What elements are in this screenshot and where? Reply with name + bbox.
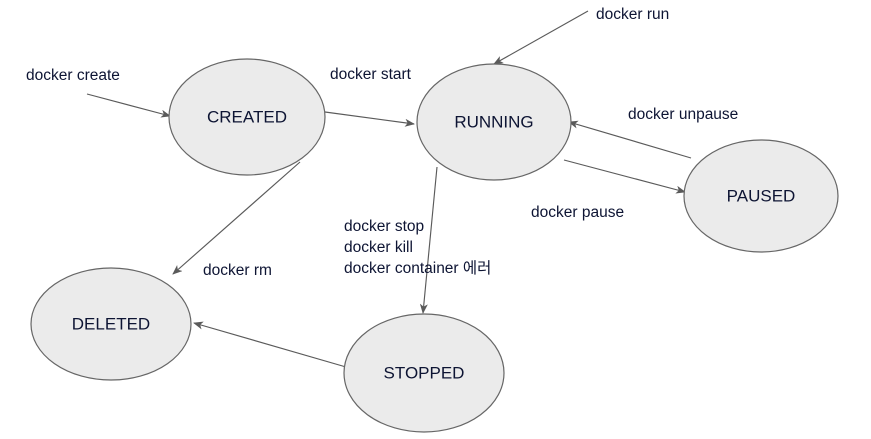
edge-docker-start xyxy=(324,111,415,127)
edge-label-line-2: docker container 에러 xyxy=(344,259,491,277)
node-paused-label: PAUSED xyxy=(727,186,796,205)
edge-stopped-to-deleted xyxy=(193,321,347,368)
edge-label-line-1: docker kill xyxy=(344,239,413,256)
node-deleted-label: DELETED xyxy=(72,314,150,333)
edge-label-docker-create: docker create xyxy=(26,67,120,84)
nodes-layer: CREATED RUNNING PAUSED DELETED STOPPED xyxy=(30,58,839,433)
edge-docker-stop-kill-error xyxy=(419,166,438,314)
node-created[interactable]: CREATED xyxy=(168,58,326,176)
node-created-shape[interactable] xyxy=(168,58,326,176)
edge-docker-rm xyxy=(172,161,301,275)
node-deleted[interactable]: DELETED xyxy=(30,267,192,381)
edge-label-docker-rm: docker rm xyxy=(203,262,272,279)
edge-docker-unpause xyxy=(568,120,692,159)
node-created-label: CREATED xyxy=(207,107,287,126)
node-paused-shape[interactable] xyxy=(683,139,839,253)
edge-docker-create xyxy=(86,93,171,118)
node-stopped-label: STOPPED xyxy=(384,363,465,382)
edge-label-docker-unpause: docker unpause xyxy=(628,106,738,123)
node-running-label: RUNNING xyxy=(454,112,533,131)
edge-label-line-0: docker stop xyxy=(344,218,424,235)
node-stopped-shape[interactable] xyxy=(343,313,505,433)
node-paused[interactable]: PAUSED xyxy=(683,139,839,253)
edge-docker-run xyxy=(493,10,589,65)
node-running-shape[interactable] xyxy=(416,63,572,181)
edges-layer xyxy=(86,10,692,368)
edge-label-docker-stop-kill-error: docker stop docker kill docker container 에… xyxy=(344,218,491,277)
edge-docker-pause xyxy=(563,159,686,194)
edge-label-docker-run: docker run xyxy=(596,6,669,23)
node-running[interactable]: RUNNING xyxy=(416,63,572,181)
edge-label-docker-start: docker start xyxy=(330,66,412,83)
node-stopped[interactable]: STOPPED xyxy=(343,313,505,433)
edge-label-docker-pause: docker pause xyxy=(531,204,624,221)
edge-labels-layer: docker create docker start docker run do… xyxy=(26,6,738,279)
node-deleted-shape[interactable] xyxy=(30,267,192,381)
